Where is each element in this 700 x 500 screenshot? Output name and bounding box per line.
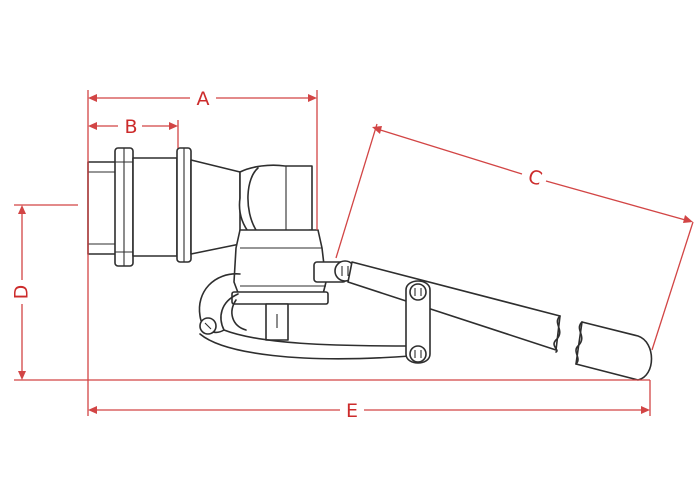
adjust-link [405,280,431,364]
float-arm-rod [347,261,561,351]
dimension-e: E [88,400,650,422]
outlet-nozzle [265,303,289,341]
inlet-body [132,157,178,257]
flange-nut [176,147,192,263]
hex-nut-left [114,147,134,267]
dimension-c-label: C [525,166,544,191]
float-body [575,321,653,381]
valve-head [231,229,329,305]
threaded-inlet [87,161,119,255]
linkage-loop [199,329,411,360]
dimension-c: C [335,123,694,351]
break-mark-right [575,321,583,365]
elbow-body [238,164,313,235]
dimension-a-label: A [197,88,210,110]
dimension-lines: A B C D [11,88,694,422]
dimension-a: A [88,88,317,110]
valve-assembly [87,147,653,381]
dimension-b: B [88,116,178,138]
break-mark-left [553,315,561,353]
dimension-e-label: E [346,400,358,422]
dimension-d-label: D [11,285,33,300]
dimension-d: D [11,205,33,380]
cone-section [190,159,241,255]
lever-pivot [313,260,356,283]
dimension-b-label: B [124,116,137,138]
